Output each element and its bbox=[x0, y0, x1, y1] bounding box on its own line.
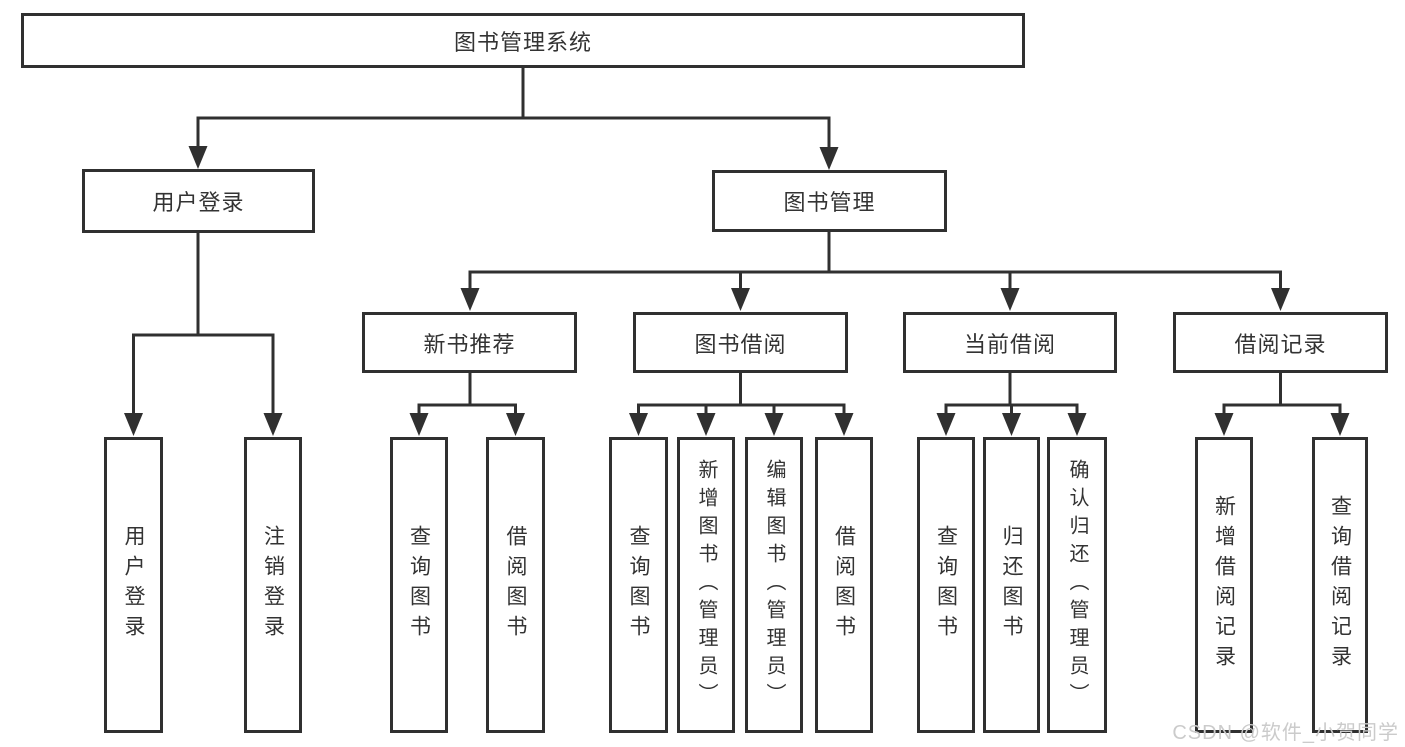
connector-book-mgmt-to-level3 bbox=[468, 230, 1282, 294]
leaf-query-books-current: 查询图书 bbox=[917, 437, 975, 733]
leaf-add-books-admin: 新增图书（管理员） bbox=[677, 437, 735, 733]
node-borrow-records: 借阅记录 bbox=[1173, 312, 1388, 373]
leaf-borrow-books: 借阅图书 bbox=[815, 437, 873, 733]
node-new-book-recommend: 新书推荐 bbox=[362, 312, 577, 373]
leaf-add-borrow-record: 新增借阅记录 bbox=[1195, 437, 1253, 733]
leaf-query-books-borrow: 查询图书 bbox=[609, 437, 668, 733]
leaf-return-books: 归还图书 bbox=[983, 437, 1040, 733]
connector-user-login-split bbox=[132, 231, 275, 419]
connector-borrow-record-split bbox=[1222, 371, 1342, 419]
arrowheads bbox=[124, 146, 1350, 436]
node-root-system: 图书管理系统 bbox=[21, 13, 1025, 68]
connector-new-book-split bbox=[417, 371, 517, 419]
leaf-confirm-return-admin: 确认归还（管理员） bbox=[1047, 437, 1107, 733]
connector-book-borrow-split bbox=[637, 371, 846, 419]
node-user-login: 用户登录 bbox=[82, 169, 315, 233]
connector-current-borrow-split bbox=[944, 371, 1079, 419]
node-current-borrow: 当前借阅 bbox=[903, 312, 1117, 373]
leaf-user-login: 用户登录 bbox=[104, 437, 163, 733]
leaf-borrow-books-recommend: 借阅图书 bbox=[486, 437, 545, 733]
leaf-query-books-recommend: 查询图书 bbox=[390, 437, 448, 733]
leaf-query-borrow-record: 查询借阅记录 bbox=[1312, 437, 1368, 733]
connector-root-to-level2 bbox=[196, 66, 831, 152]
leaf-edit-books-admin: 编辑图书（管理员） bbox=[745, 437, 803, 733]
leaf-logout: 注销登录 bbox=[244, 437, 302, 733]
node-book-management: 图书管理 bbox=[712, 170, 947, 232]
csdn-watermark: CSDN @软件_小贺同学 bbox=[1172, 722, 1399, 744]
node-book-borrow: 图书借阅 bbox=[633, 312, 848, 373]
